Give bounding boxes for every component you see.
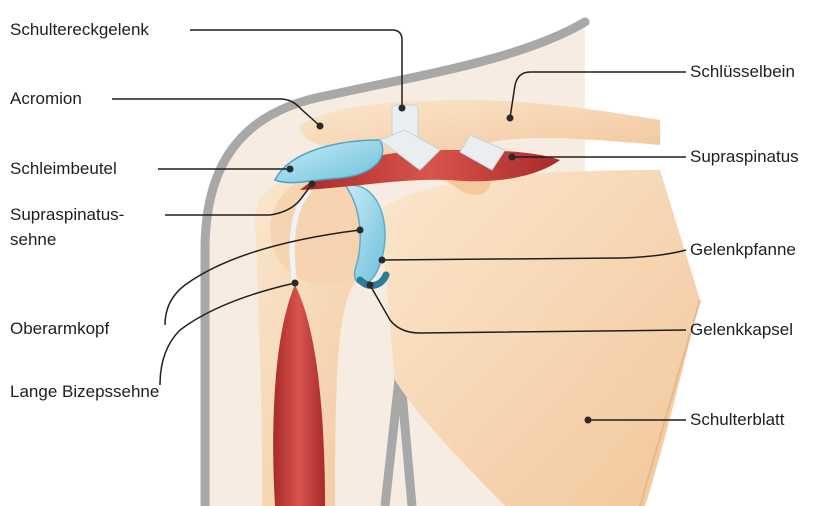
label-schultereckgelenk: Schultereckgelenk xyxy=(10,20,149,40)
label-gelenkkapsel: Gelenkkapsel xyxy=(690,320,793,340)
label-gelenkpfanne: Gelenkpfanne xyxy=(690,240,830,260)
label-schluesselbein: Schlüsselbein xyxy=(690,62,795,82)
label-supraspinatus: Supraspinatus xyxy=(690,147,830,167)
label-schleimbeutel: Schleimbeutel xyxy=(10,159,117,179)
label-acromion: Acromion xyxy=(10,89,82,109)
label-supraspinatussehne-1: Supraspinatus- xyxy=(10,205,124,225)
label-supraspinatussehne-2: sehne xyxy=(10,230,56,250)
label-lange-bizepssehne: Lange Bizepssehne xyxy=(10,382,159,402)
label-schulterblatt: Schulterblatt xyxy=(690,410,785,430)
label-oberarmkopf: Oberarmkopf xyxy=(10,319,109,339)
